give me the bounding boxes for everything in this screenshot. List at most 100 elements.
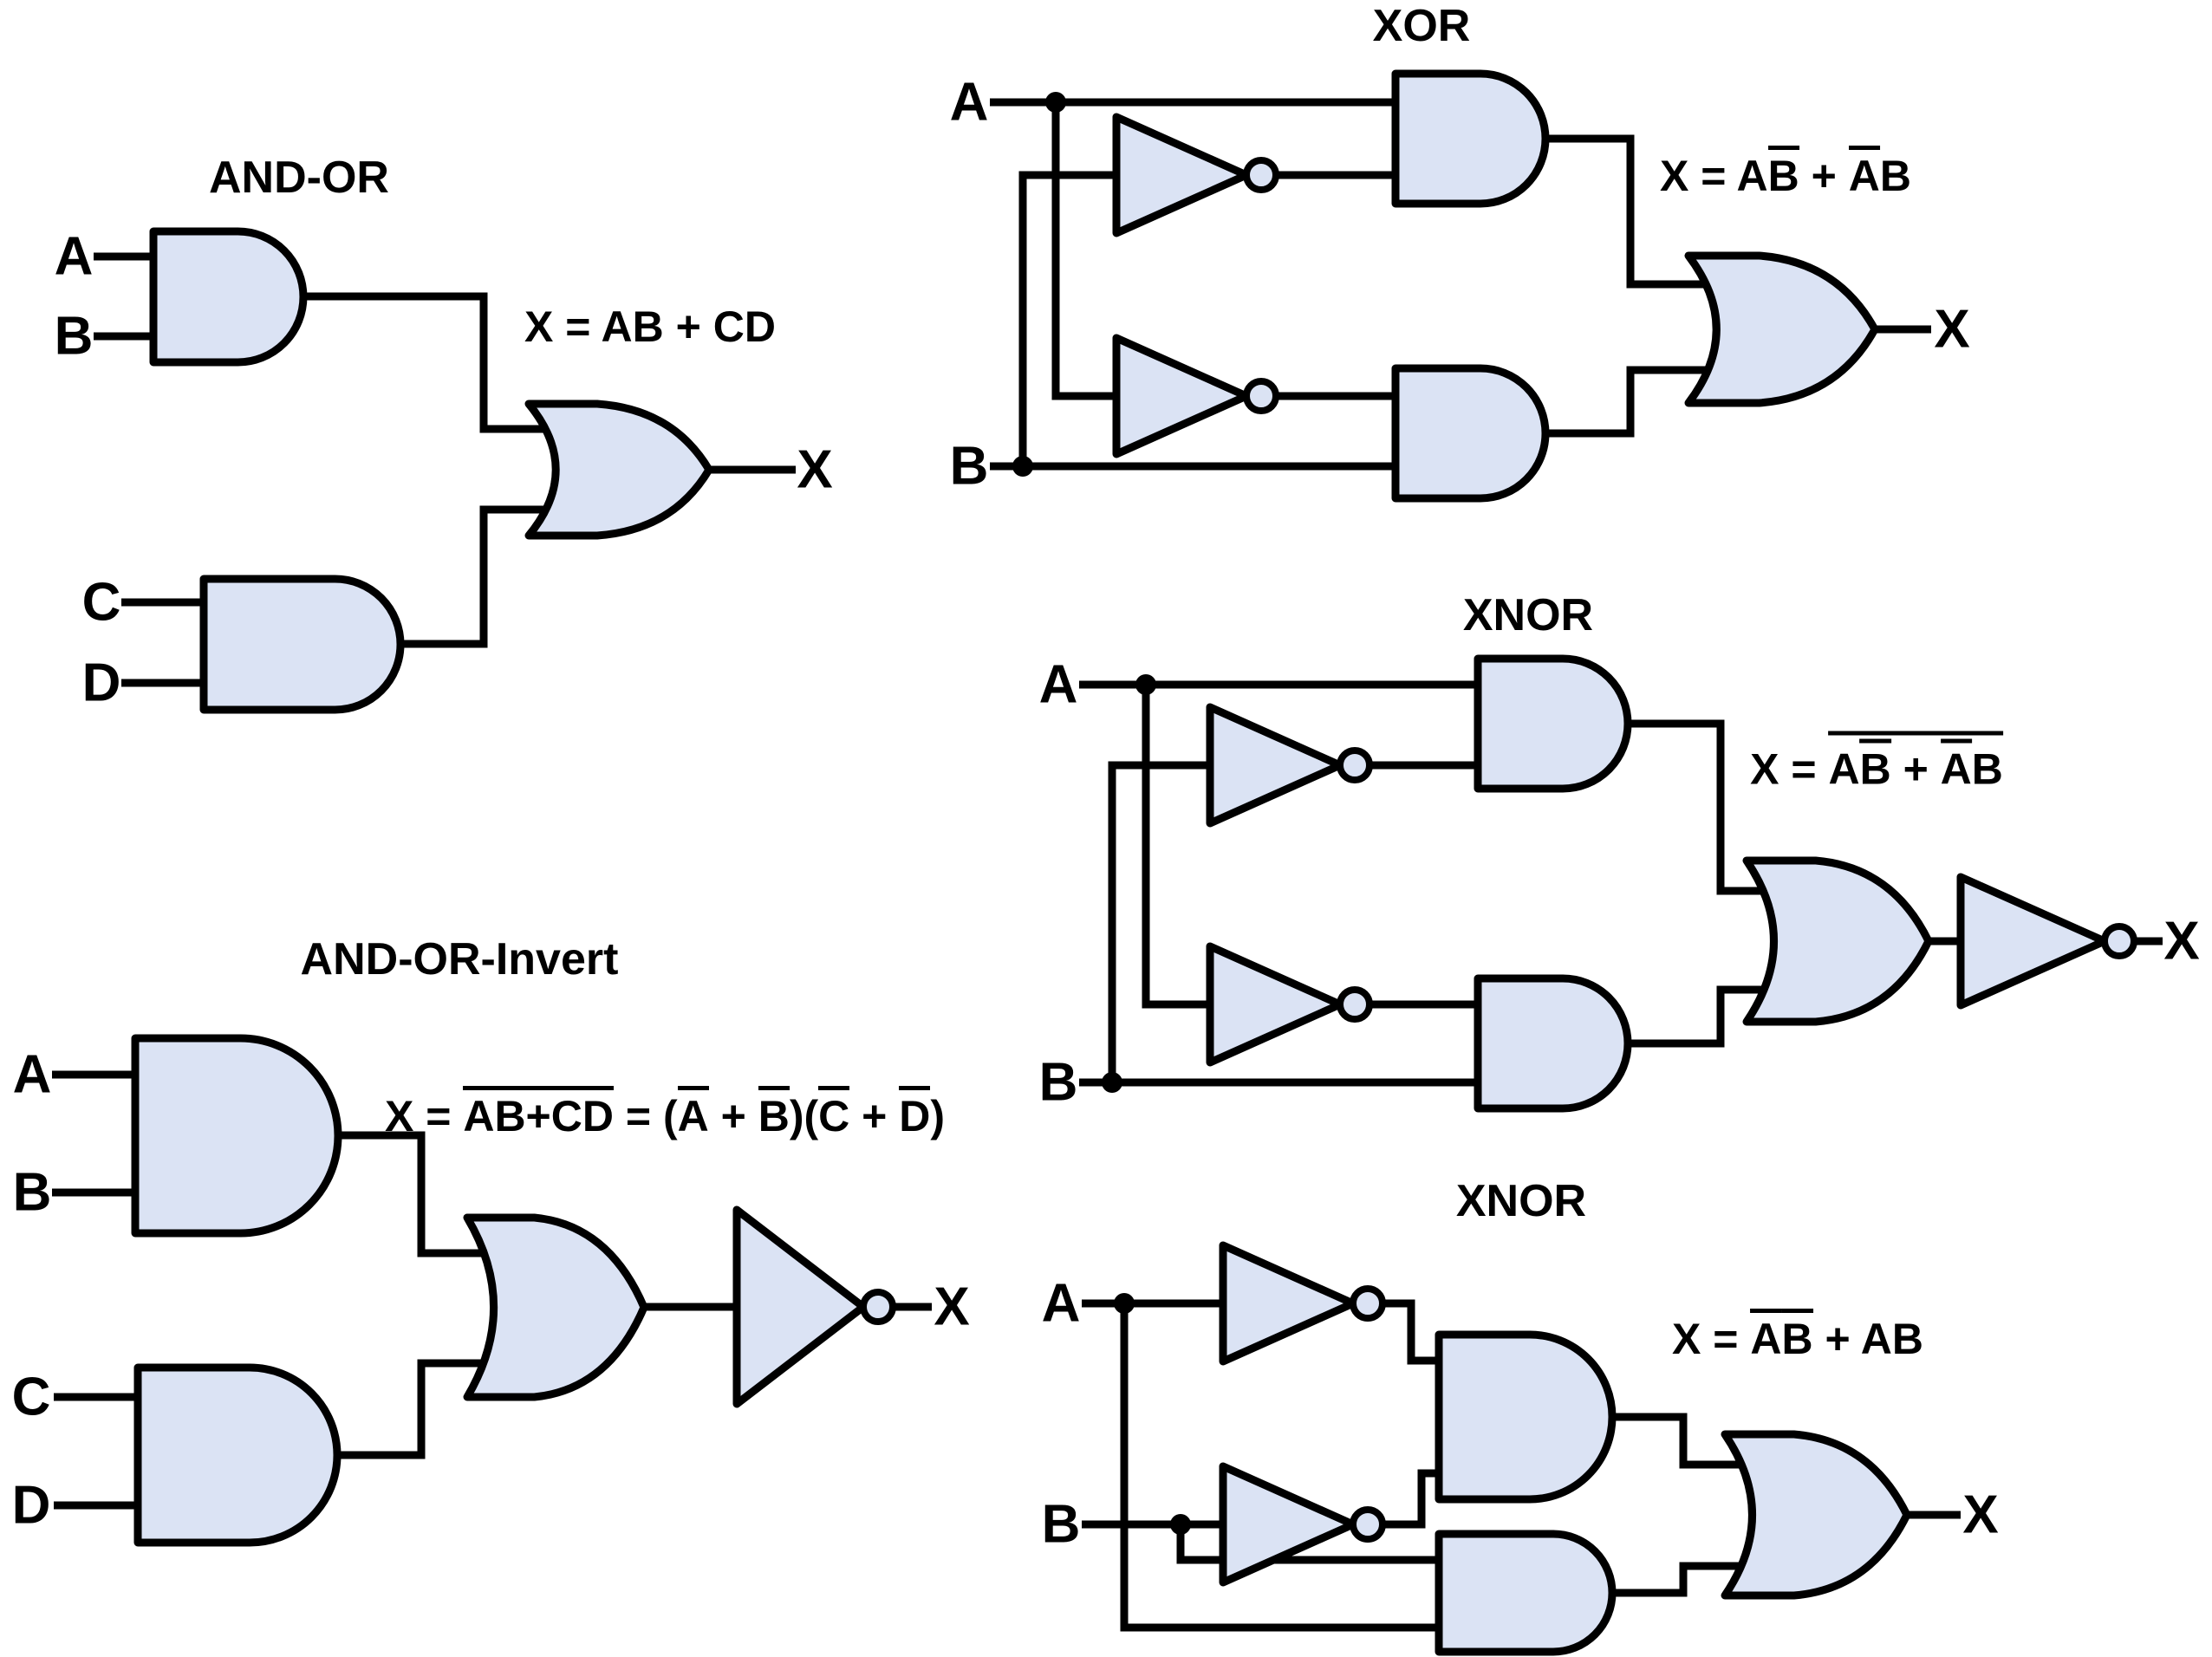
- or-gate: [1684, 251, 1879, 407]
- and-gate: [1391, 364, 1550, 503]
- formula-text: AB+CD: [463, 1092, 614, 1140]
- inverter-bubble: [1350, 1285, 1386, 1322]
- wire: [338, 1131, 498, 1257]
- overbar-term: B: [1781, 1309, 1813, 1362]
- signal-label-x: X: [1934, 300, 1969, 360]
- and-gate: [1474, 654, 1632, 793]
- signal-label-b: B: [13, 1163, 52, 1223]
- signal-label-a: A: [1039, 655, 1078, 715]
- wire: [1612, 1562, 1781, 1597]
- formula-text: B: [1879, 152, 1911, 200]
- signal-label-x: X: [2163, 912, 2199, 971]
- overbar-term: AB+CD: [463, 1086, 614, 1140]
- signal-label-x: X: [797, 440, 832, 500]
- formula-text: +: [1890, 744, 1941, 794]
- wire: [1382, 1299, 1439, 1365]
- formula-text: B: [1971, 744, 2003, 794]
- circuit-title-and-or: AND-OR: [209, 153, 389, 203]
- junction-dot: [1045, 92, 1066, 113]
- wire: [1628, 985, 1781, 1048]
- overbar-term: A: [1940, 738, 1972, 793]
- signal-label-x: X: [934, 1277, 969, 1337]
- or-gate: [463, 1213, 648, 1401]
- formula-text: X = AB + CD: [524, 302, 776, 351]
- wire: [1176, 1524, 1439, 1564]
- overbar-term: AB + AB: [1828, 731, 2003, 794]
- boolean-formula-xnor-1: X = AB + AB: [1750, 731, 2003, 795]
- circuit-title-xor: XOR: [1372, 1, 1471, 51]
- boolean-formula-xnor-2: X = AB + AB: [1672, 1309, 1923, 1364]
- overbar-term: D: [899, 1086, 931, 1140]
- junction-dot: [1012, 456, 1033, 477]
- not-gate: [732, 1205, 868, 1408]
- overbar-term: B: [758, 1086, 790, 1140]
- signal-label-a: A: [1042, 1274, 1081, 1334]
- and-gate: [1435, 1530, 1617, 1656]
- signal-label-a: A: [13, 1045, 52, 1105]
- formula-text: +: [708, 1092, 758, 1140]
- and-gate: [1435, 1330, 1617, 1504]
- inverter-bubble: [1337, 986, 1373, 1023]
- circuit-xnor-1: ABX: [1039, 654, 2200, 1113]
- overbar-term: C: [818, 1086, 850, 1140]
- formula-text: = (: [613, 1092, 678, 1140]
- overbar-term: B: [1859, 738, 1891, 793]
- junction-dot: [1135, 674, 1156, 695]
- junction-dot: [1102, 1072, 1122, 1093]
- wire: [1108, 761, 1210, 1082]
- formula-text: X =: [1672, 1315, 1751, 1363]
- and-gate: [149, 227, 308, 367]
- formula-text: X =: [1750, 744, 1829, 794]
- not-gate: [1219, 1241, 1357, 1366]
- wire: [1628, 719, 1781, 895]
- wire: [1018, 171, 1116, 466]
- and-gate: [1474, 974, 1632, 1113]
- or-gate: [1721, 1430, 1911, 1600]
- not-gate: [1956, 873, 2109, 1010]
- and-gate: [1391, 69, 1550, 208]
- inverter-bubble: [2101, 923, 2137, 959]
- overbar-term: A: [677, 1086, 709, 1140]
- wire: [400, 505, 563, 648]
- formula-text: )(: [789, 1092, 819, 1140]
- junction-dot: [1170, 1514, 1191, 1535]
- inverter-bubble: [1350, 1506, 1386, 1543]
- wire: [1142, 685, 1210, 1009]
- formula-text: X = A: [1660, 152, 1768, 200]
- overbar-term: B: [1767, 146, 1799, 199]
- signal-label-a: A: [55, 227, 94, 287]
- or-gate: [524, 400, 713, 540]
- or-gate: [1742, 856, 1933, 1026]
- wire: [1051, 102, 1116, 400]
- boolean-formula-xor: X = AB + AB: [1660, 146, 1911, 201]
- wire: [303, 292, 563, 433]
- signal-label-d: D: [82, 653, 121, 713]
- formula-text: ): [930, 1092, 945, 1140]
- circuit-xor: ABX: [950, 69, 1970, 503]
- not-gate: [1112, 334, 1251, 458]
- inverter-bubble: [1337, 747, 1373, 783]
- signal-label-b: B: [1039, 1053, 1078, 1113]
- signal-label-b: B: [950, 437, 989, 497]
- inverter-bubble: [860, 1289, 896, 1325]
- formula-text: X =: [385, 1092, 464, 1140]
- wire: [1545, 134, 1725, 289]
- boolean-formula-and-or: X = AB + CD: [524, 302, 776, 352]
- wire: [1545, 366, 1725, 438]
- wire: [337, 1359, 498, 1459]
- formula-text: + AB: [1812, 1315, 1923, 1363]
- signal-label-d: D: [12, 1476, 51, 1536]
- formula-text: A: [1828, 744, 1860, 794]
- and-gate: [133, 1363, 342, 1547]
- signal-label-b: B: [55, 307, 94, 367]
- wire: [1382, 1469, 1439, 1529]
- overbar-term: A: [1848, 146, 1880, 199]
- and-gate: [131, 1034, 342, 1238]
- formula-text: +: [849, 1092, 900, 1140]
- signal-label-a: A: [950, 73, 989, 133]
- boolean-formula-and-or-invert: X = AB+CD = (A + B)(C + D): [385, 1086, 945, 1141]
